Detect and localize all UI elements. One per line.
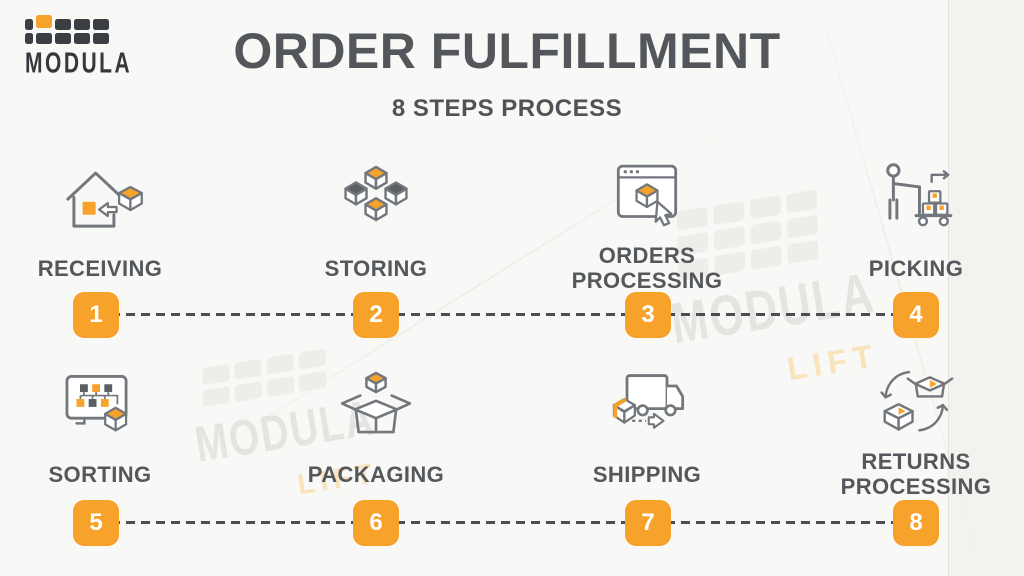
step-number-badge: 6 <box>353 500 399 546</box>
picking-icon <box>872 158 960 240</box>
step-cell-receiving: RECEIVING <box>0 158 210 296</box>
dashed-connector <box>96 313 916 317</box>
step-label: RECEIVING <box>37 255 163 281</box>
process-track-2: 5 6 7 8 <box>0 500 1024 546</box>
step-number-badge: 3 <box>625 292 671 338</box>
page-title: ORDER FULFILLMENT <box>233 23 781 79</box>
packaging-icon <box>332 364 420 446</box>
receiving-icon <box>56 158 144 240</box>
step-label: SORTING <box>48 461 152 487</box>
page-subtitle: 8 STEPS PROCESS <box>391 95 623 122</box>
step-number-badge: 2 <box>353 292 399 338</box>
step-cell-packaging: PACKAGING <box>266 364 486 502</box>
step-cell-storing: STORING <box>266 158 486 296</box>
process-track-1: 1 2 3 4 <box>0 292 1024 338</box>
step-number-badge: 7 <box>625 500 671 546</box>
step-number-badge: 4 <box>893 292 939 338</box>
step-number-badge: 1 <box>73 292 119 338</box>
step-label: ORDERS PROCESSING <box>571 243 723 293</box>
step-number-badge: 8 <box>893 500 939 546</box>
step-label: SHIPPING <box>592 461 702 487</box>
modula-logo-text: MODULA <box>25 48 133 80</box>
sorting-icon <box>56 364 144 446</box>
step-label: PACKAGING <box>307 461 445 487</box>
dashed-connector <box>96 521 916 525</box>
storing-icon <box>332 158 420 240</box>
shipping-icon <box>603 364 691 446</box>
step-label: PICKING <box>868 255 964 281</box>
step-cell-orders-processing: ORDERS PROCESSING <box>537 158 757 296</box>
step-cell-picking: PICKING <box>806 158 1024 296</box>
step-number-badge: 5 <box>73 500 119 546</box>
returns-processing-icon <box>872 364 960 446</box>
step-cell-shipping: SHIPPING <box>537 364 757 502</box>
modula-logo-squares <box>25 15 132 44</box>
step-label: RETURNS PROCESSING <box>840 449 992 499</box>
background-band <box>948 0 1024 576</box>
step-label: STORING <box>324 255 428 281</box>
step-cell-returns-processing: RETURNS PROCESSING <box>806 364 1024 502</box>
step-cell-sorting: SORTING <box>0 364 210 502</box>
modula-logo: MODULA <box>25 15 132 79</box>
orders-processing-icon <box>603 158 691 240</box>
